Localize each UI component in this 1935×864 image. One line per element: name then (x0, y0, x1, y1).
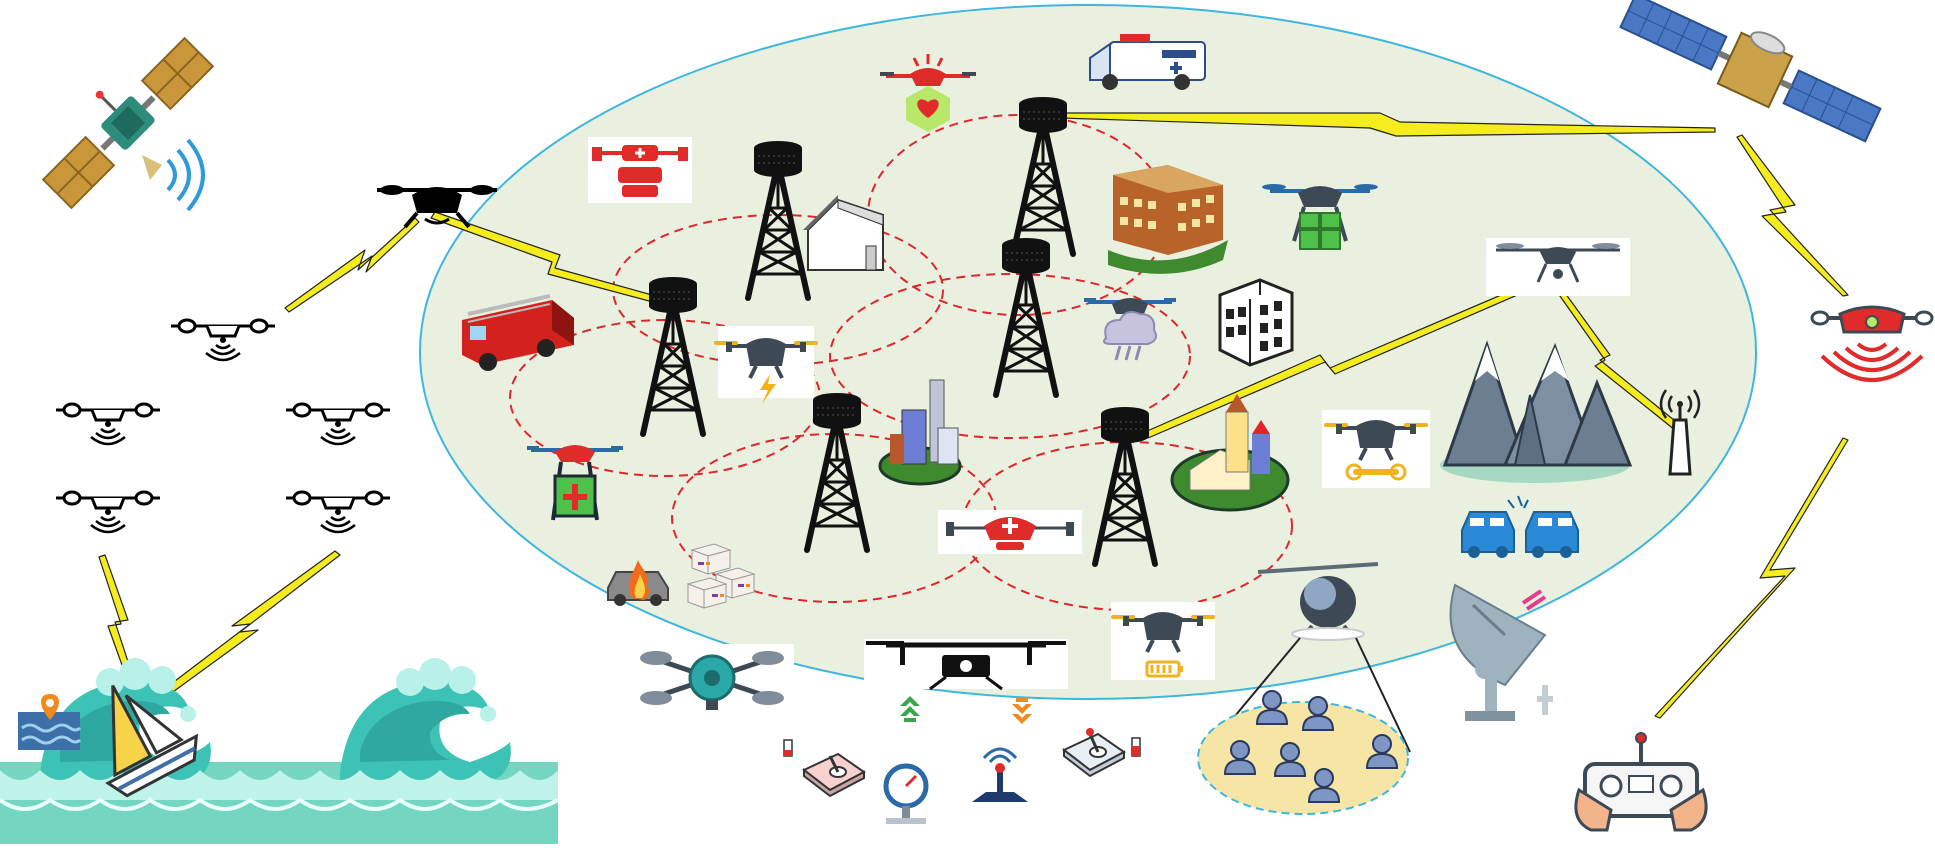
search-beam (1197, 637, 1411, 815)
ocean-scene (0, 658, 559, 844)
link-satellite-tower (1059, 112, 1716, 137)
camera-drone-icon (630, 644, 794, 712)
parcel-icon (686, 543, 756, 609)
satellite-icon (41, 36, 215, 210)
location-pin-icon (18, 694, 82, 750)
ambulance-icon (1089, 34, 1206, 90)
city-cluster-icon (878, 379, 962, 486)
drone-swarm-icon (169, 318, 277, 362)
sailboat-icon (105, 684, 199, 798)
ground-station-icon (972, 747, 1028, 802)
drone-swarm-icon (54, 402, 162, 446)
mountain-icon (1440, 340, 1633, 483)
satellite-icon (1619, 0, 1882, 143)
battery-drone-icon (1109, 602, 1217, 680)
antenna-icon (1659, 389, 1701, 476)
signal-waves-icon (142, 138, 205, 212)
helicopter-icon (1257, 562, 1379, 641)
car-fire-icon (607, 560, 669, 606)
joystick-icon (783, 739, 866, 798)
coverage-area (419, 4, 1757, 700)
delivery-drone-icon (1262, 184, 1378, 250)
school-icon (1108, 165, 1228, 274)
link-satellite-drone (1736, 134, 1849, 297)
house-icon (803, 195, 884, 271)
drone-relay-icon (377, 185, 497, 229)
medical-drone-icon (527, 445, 623, 521)
ocean-wave-icon (340, 658, 511, 782)
church-icon (1170, 394, 1290, 512)
drone-relay-icon (1486, 238, 1630, 296)
drone-relay-icon (1810, 305, 1934, 382)
drone-swarm (54, 318, 392, 534)
remote-controller-icon (1574, 732, 1708, 832)
drone-swarm-icon (54, 490, 162, 534)
medical-drone-icon (938, 510, 1082, 554)
fire-truck-icon (462, 294, 574, 371)
link-swarm-relay (284, 217, 420, 313)
office-building-icon (1218, 278, 1294, 367)
joystick-icon (1062, 728, 1141, 778)
drone-swarm-icon (284, 402, 392, 446)
link-drone-controller (1654, 437, 1849, 719)
weather-drone-icon (1084, 298, 1176, 361)
upload-arrow-icon (900, 696, 920, 722)
radar-dish-icon (1449, 583, 1553, 721)
power-drone-icon (712, 326, 820, 404)
gauge-icon (883, 763, 929, 824)
repair-drone-icon (1322, 410, 1430, 488)
drone-swarm-icon (284, 490, 392, 534)
download-arrow-icon (1012, 698, 1032, 724)
heart-drone-icon (880, 54, 976, 132)
link-swarm-boat-right (149, 550, 341, 706)
camera-drone-icon (864, 639, 1068, 691)
car-crash-icon (1461, 495, 1579, 558)
medical-drone-icon (588, 137, 692, 203)
